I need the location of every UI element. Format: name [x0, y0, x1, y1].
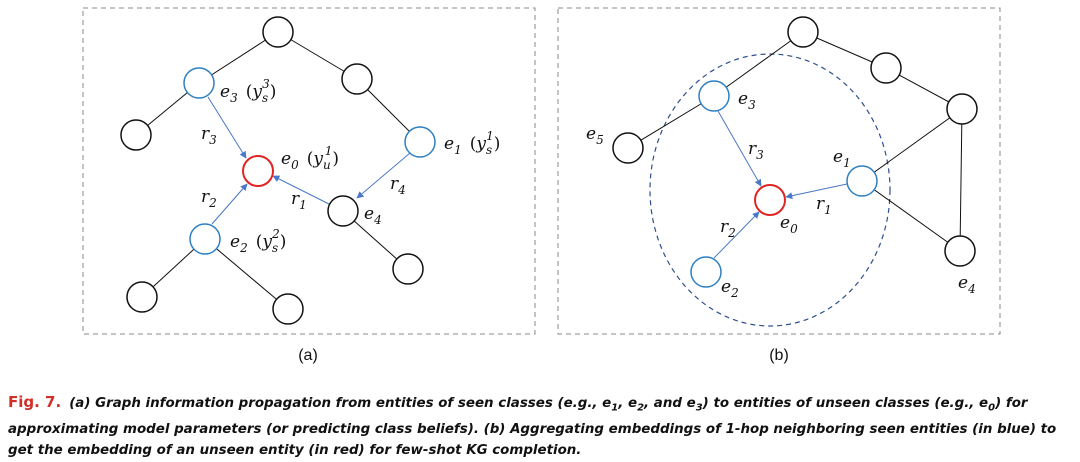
node-e3: [698, 80, 730, 112]
node-e0: [242, 155, 274, 187]
label-e2: e2: [721, 277, 739, 300]
node-bottom-right: [392, 253, 424, 285]
label-e4: e4: [364, 204, 382, 227]
arrow-r2: [713, 211, 760, 259]
panel-b-border: [557, 7, 1001, 335]
node-e4: [944, 235, 976, 267]
node-upper-right: [870, 52, 902, 84]
panel-b-relation-arrows: [713, 110, 848, 259]
label-r3: r3: [748, 139, 764, 162]
label-e4: e4: [958, 273, 976, 296]
node-e2: [189, 223, 221, 255]
node-e2: [690, 256, 722, 288]
figure-diagram: e3(ys3) e0(yu1) e1(ys1) e2(ys2) e4 r3 r2…: [82, 7, 1001, 364]
label-e0: e0(yu1): [281, 144, 339, 172]
node-bottom-left: [126, 281, 158, 313]
panel-b: e3 e5 e1 e0 e2 e4 r3 r2 r1 (b): [557, 7, 1001, 364]
label-r2: r2: [720, 217, 736, 240]
figure-caption: Fig. 7.(a) Graph information propagation…: [8, 393, 1057, 458]
node-e0: [754, 184, 786, 216]
node-far-right: [946, 93, 978, 125]
label-e1: e1(ys1): [444, 129, 500, 157]
label-r4: r4: [390, 174, 406, 197]
node-top-right: [341, 63, 373, 95]
panel-b-label: (b): [769, 347, 789, 364]
node-e3: [183, 67, 215, 99]
label-r2: r2: [201, 187, 217, 210]
label-e1: e1: [833, 147, 851, 170]
arrow-r4: [356, 152, 411, 199]
neighborhood-ellipse: [649, 53, 891, 327]
label-e0: e0: [780, 213, 798, 236]
panel-a-edges: [135, 31, 421, 310]
panel-b-nodes: [612, 16, 978, 288]
node-top: [787, 16, 819, 48]
label-e2: e2(ys2): [230, 227, 286, 255]
arrow-r3: [207, 96, 247, 159]
panel-a-label: (a): [298, 347, 318, 364]
label-r3: r3: [201, 124, 217, 147]
figure-number: Fig. 7.: [8, 393, 62, 411]
node-e5: [612, 132, 644, 164]
panel-a-border: [82, 7, 536, 335]
panel-a-relation-arrows: [207, 96, 411, 225]
arrow-r3: [717, 110, 762, 187]
node-root: [262, 16, 294, 48]
node-e1: [846, 165, 878, 197]
node-left: [120, 119, 152, 151]
arrow-r1: [785, 183, 848, 200]
label-r1: r1: [291, 189, 307, 212]
panel-a: e3(ys3) e0(yu1) e1(ys1) e2(ys2) e4 r3 r2…: [82, 7, 536, 364]
panel-a-nodes: [120, 16, 436, 325]
node-e4: [327, 195, 359, 227]
node-bottom-mid: [272, 293, 304, 325]
label-e5: e5: [586, 124, 604, 147]
panel-b-edges: [627, 31, 963, 252]
label-e3: e3: [738, 89, 756, 112]
label-e3: e3(ys3): [220, 77, 276, 105]
arrow-r1: [272, 175, 330, 205]
label-r1: r1: [816, 194, 832, 217]
arrow-r2: [211, 183, 248, 225]
node-e1: [404, 126, 436, 158]
